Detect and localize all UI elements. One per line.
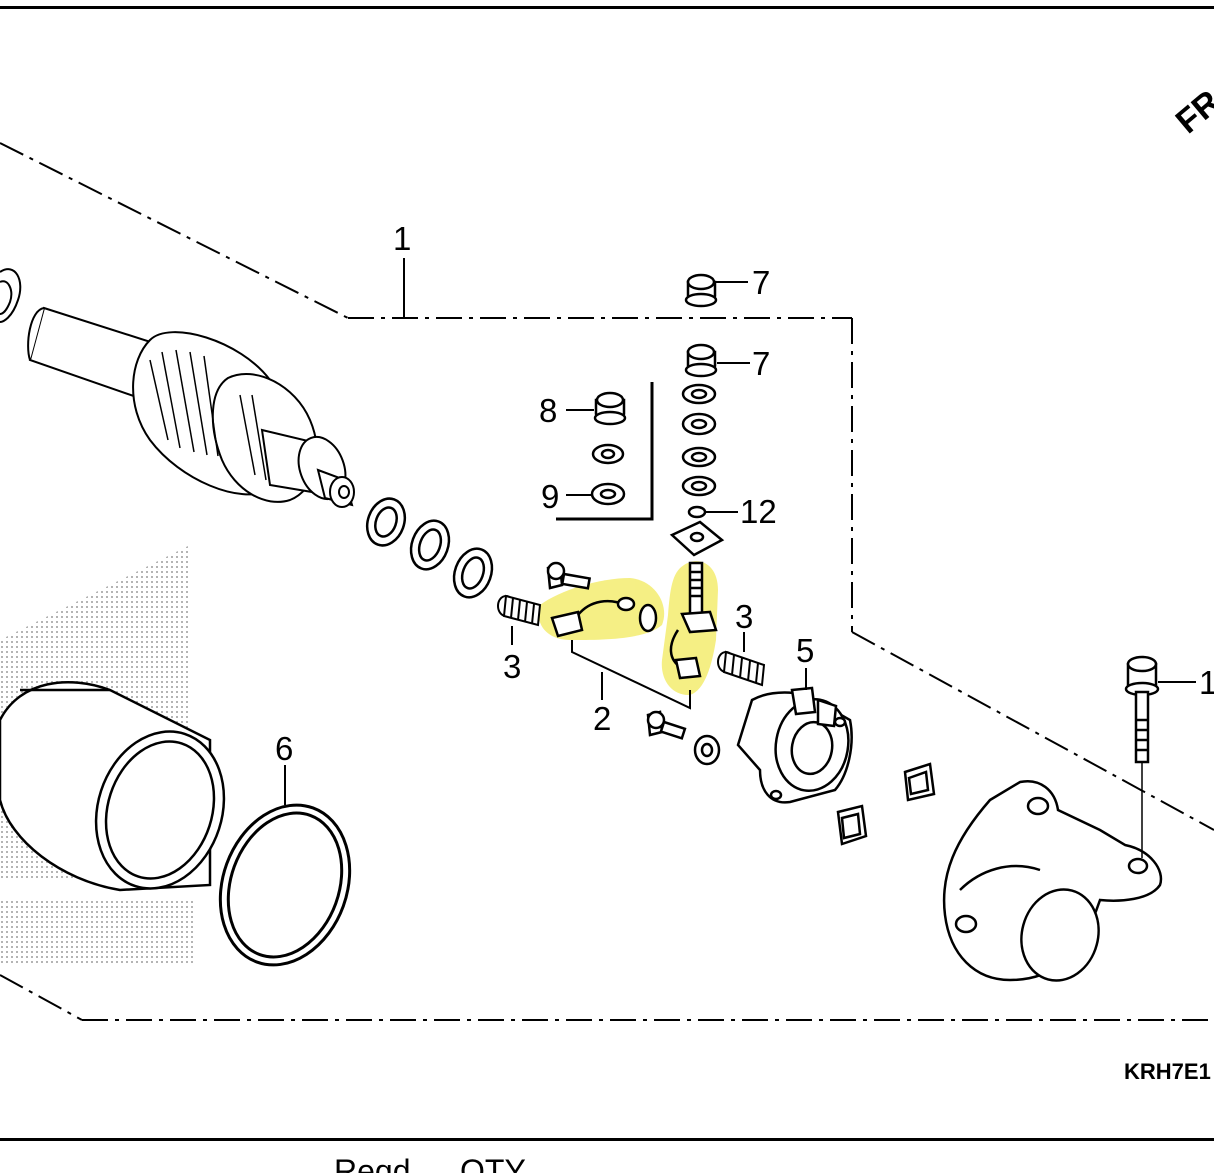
callout-1: 1 (393, 220, 411, 257)
front-arrow-label: FR (1169, 83, 1214, 141)
callout-8: 8 (539, 392, 557, 429)
front-cover (942, 779, 1163, 982)
leader-lines (284, 258, 1196, 805)
through-bolt (1124, 655, 1160, 858)
callout-1-right: 1 (1199, 664, 1214, 701)
armature (0, 268, 355, 508)
shim-washers (365, 497, 494, 599)
callout-3-right: 3 (735, 598, 753, 635)
motor-case (0, 680, 226, 892)
diagram-code: KRH7E1 (1124, 1059, 1211, 1084)
top-border (0, 6, 1214, 9)
callout-3-left: 3 (503, 648, 521, 685)
insulators (836, 762, 936, 846)
column-header-reqd: Reqd (334, 1153, 411, 1173)
bottom-border (0, 1138, 1214, 1141)
terminal-hardware-stack (669, 273, 725, 557)
callout-2: 2 (593, 700, 611, 737)
o-ring (218, 803, 352, 967)
callout-9: 9 (541, 478, 559, 515)
callout-6: 6 (275, 730, 293, 767)
callout-7-lower: 7 (752, 345, 770, 382)
callout-7-top: 7 (752, 264, 770, 301)
callout-5: 5 (796, 632, 814, 669)
callout-12: 12 (740, 493, 777, 530)
brush-holder (736, 686, 853, 804)
column-header-qty: QTY (460, 1153, 526, 1173)
assembly-boundary (0, 142, 1214, 1021)
brush-springs (497, 594, 766, 687)
brush-terminal-hardware (556, 382, 654, 521)
brush-set (546, 561, 721, 766)
